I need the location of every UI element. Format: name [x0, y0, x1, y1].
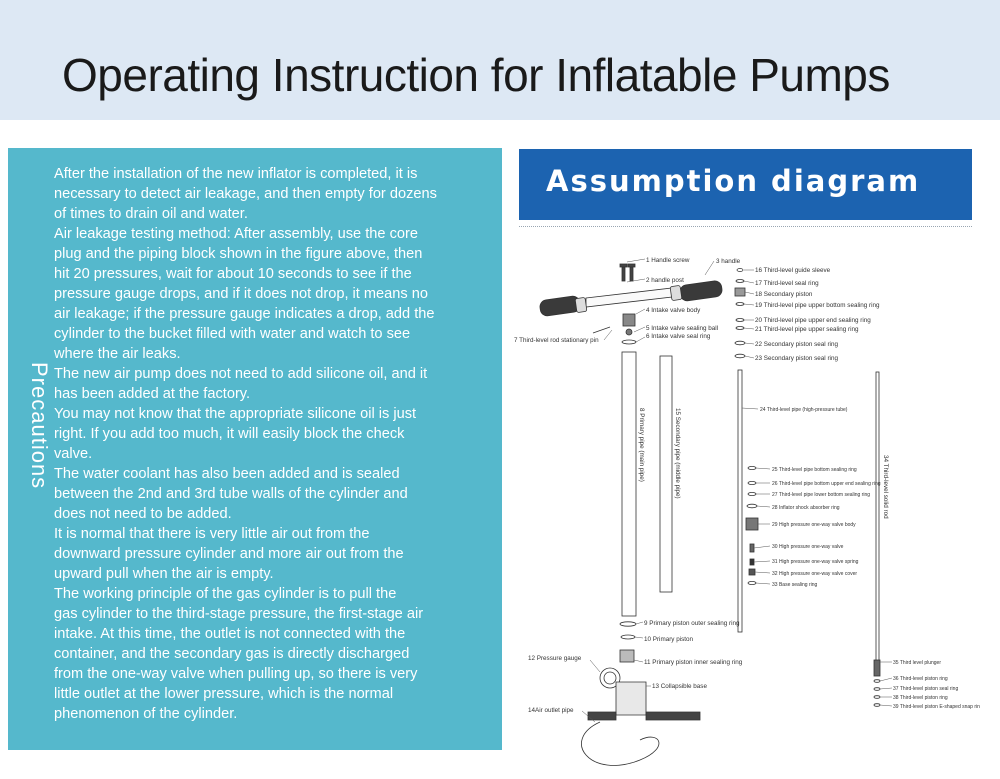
air-outlet-pipe-part — [581, 721, 660, 766]
text-line: Air leakage testing method: After assemb… — [54, 226, 418, 242]
label-p7: 7 Third-level rod stationary pin — [514, 337, 599, 344]
valve-parts-stack — [745, 465, 759, 586]
label-p19: 19 Third-level pipe upper bottom sealing… — [755, 302, 880, 309]
label-p22: 22 Secondary piston seal ring — [755, 341, 838, 348]
plunger-parts — [873, 659, 881, 707]
text-line: does not need to be added. — [54, 506, 232, 522]
label-p21: 21 Third-level pipe upper sealing ring — [755, 326, 859, 333]
label-p16: 16 Third-level guide sleeve — [755, 267, 831, 274]
text-line: between the 2nd and 3rd tube walls of th… — [54, 486, 408, 502]
label-p18: 18 Secondary piston — [755, 291, 813, 298]
handle-part — [539, 280, 723, 317]
label-p12: 12 Pressure gauge — [528, 655, 582, 662]
text-line: air leakage; if the pressure gauge indic… — [54, 306, 435, 322]
text-line: has been added at the factory. — [54, 386, 251, 402]
text-line: phenomenon of the cylinder. — [54, 706, 238, 722]
label-p23: 23 Secondary piston seal ring — [755, 355, 838, 362]
text-line: After the installation of the new inflat… — [54, 166, 418, 182]
text-line: plug and the piping block shown in the f… — [54, 246, 423, 262]
label-p9: 9 Primary piston outer sealing ring — [644, 620, 740, 627]
label-p13: 13 Collapsible base — [652, 683, 707, 690]
diagram-title: Assumption diagram — [546, 164, 921, 198]
solid-rod-part — [875, 371, 880, 663]
diagram-header — [519, 149, 972, 220]
label-p27: 27 Third-level pipe lower bottom sealing… — [772, 492, 870, 498]
text-line: downward pressure cylinder and more air … — [54, 546, 404, 562]
label-p14: 14Air outlet pipe — [528, 707, 574, 714]
header-band — [0, 0, 1000, 120]
label-p32: 32 High pressure one-way valve cover — [772, 571, 857, 577]
text-line: cylinder to the bucket filled with water… — [54, 326, 411, 342]
label-p25: 25 Third-level pipe bottom sealing ring — [772, 467, 857, 473]
text-line: The new air pump does not need to add si… — [54, 366, 428, 382]
label-p39: 39 Third-level piston E-shaped snap rin — [893, 704, 980, 710]
text-line: valve. — [54, 446, 93, 462]
label-p38: 38 Third-level piston ring — [893, 695, 948, 701]
precautions-side-label: Precautions — [27, 362, 52, 490]
label-p35: 35 Third level plunger — [893, 660, 941, 666]
label-p17: 17 Third-level seal ring — [755, 280, 819, 287]
handle-screw-part — [619, 263, 636, 282]
label-p6: 6 Intake valve seal ring — [646, 333, 711, 340]
page-title: Operating Instruction for Inflatable Pum… — [62, 49, 890, 101]
text-line: upward pull when the air is empty. — [54, 566, 274, 582]
text-line: The water coolant has also been added an… — [54, 466, 400, 482]
label-p24: 24 Third-level pipe (high-pressure tube) — [760, 407, 848, 413]
label-p1: 1 Handle screw — [646, 257, 690, 264]
label-p5: 5 Intake valve sealing ball — [646, 325, 718, 332]
text-line: intake. At this time, the outlet is not … — [54, 626, 406, 642]
text-line: It is normal that there is very little a… — [54, 526, 370, 542]
stationary-pin-part — [592, 326, 611, 334]
pressure-gauge-part — [599, 667, 621, 689]
label-p2: 2 handle post — [646, 277, 684, 284]
precautions-text: After the installation of the new inflat… — [54, 164, 494, 724]
label-p36: 36 Third-level piston ring — [893, 676, 948, 682]
text-line: You may not know that the appropriate si… — [54, 406, 417, 422]
primary-piston-part — [619, 621, 637, 663]
intake-valve-part — [621, 313, 637, 345]
label-p28: 28 Inflator shock absorber ring — [772, 505, 840, 511]
primary-pipe-part — [621, 351, 637, 617]
label-p20: 20 Third-level pipe upper end sealing ri… — [755, 317, 871, 324]
diagram-divider — [519, 226, 972, 227]
text-line: necessary to detect air leakage, and the… — [54, 186, 437, 202]
secondary-pipe-part — [659, 355, 673, 593]
text-line: little outlet at the lower pressure, whi… — [54, 686, 394, 702]
third-level-pipe-part — [737, 369, 743, 633]
exploded-parts-diagram: 1 Handle screw 2 handle post 3 handle 4 … — [505, 235, 1000, 779]
label-p15: 15 Secondary pipe (middle pipe) — [674, 408, 681, 499]
text-line: pressure gauge drops, and if it does not… — [54, 286, 428, 302]
label-p3: 3 handle — [716, 258, 741, 265]
text-line: right. If you add too much, it will easi… — [54, 426, 405, 442]
label-p33: 33 Base sealing ring — [772, 582, 818, 588]
text-line: of times to drain oil and water. — [54, 206, 248, 222]
label-p11: 11 Primary piston inner sealing ring — [644, 659, 743, 666]
label-p8: 8 Primary pipe (main pipe) — [638, 408, 645, 482]
label-p4: 4 Intake valve body — [646, 307, 701, 314]
label-p10: 10 Primary piston — [644, 636, 693, 643]
label-p31: 31 High pressure one-way valve spring — [772, 559, 859, 565]
label-p29: 29 High pressure one-way valve body — [772, 522, 856, 528]
label-p26: 26 Third-level pipe bottom upper end sea… — [772, 481, 881, 487]
text-line: The working principle of the gas cylinde… — [54, 586, 397, 602]
text-line: where the air leaks. — [54, 346, 181, 362]
collapsible-base-part — [587, 681, 701, 721]
label-p34: 34 Third-level solid rod — [882, 455, 889, 519]
text-line: container, and the secondary gas is dire… — [54, 646, 410, 662]
seal-ring-stack — [734, 268, 746, 359]
text-line: gas cylinder to the third-stage pressure… — [54, 606, 424, 622]
precautions-panel — [8, 148, 502, 750]
text-line: hit 20 pressures, wait for about 10 seco… — [54, 266, 412, 282]
text-line: from the one-way valve when pulling up, … — [54, 666, 418, 682]
leader-lines — [581, 258, 893, 723]
label-p37: 37 Third-level piston seal ring — [893, 686, 958, 692]
label-p30: 30 High pressure one-way valve — [772, 544, 844, 550]
